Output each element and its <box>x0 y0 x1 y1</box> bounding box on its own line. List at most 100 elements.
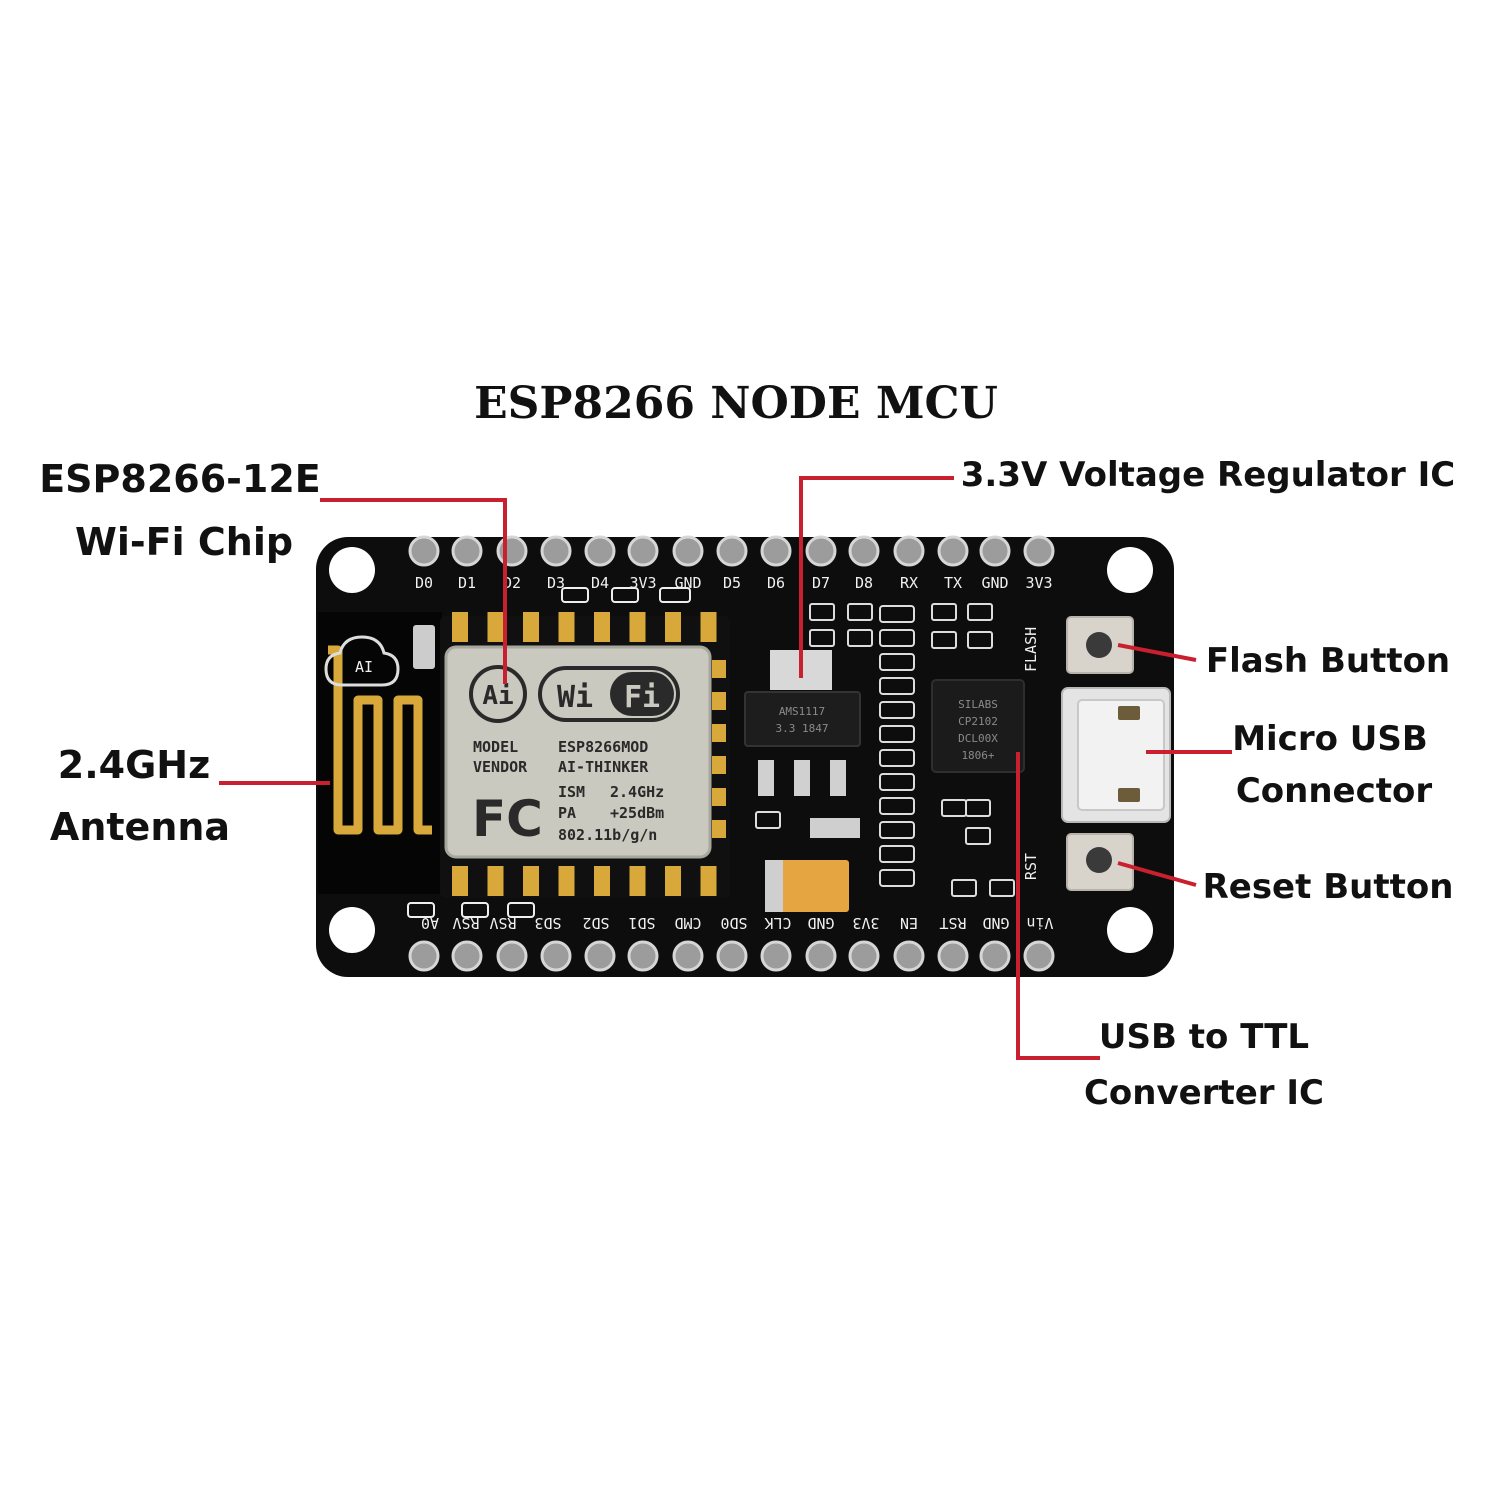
resistor-pad <box>879 869 915 887</box>
bottom-pin-labels: A0 RSV RSV SD3 SD2 SD1 CMD SD0 CLK GND 3… <box>421 914 1054 932</box>
pin-label: Vin <box>1026 914 1053 932</box>
ai-logo-text: Ai <box>482 681 513 711</box>
mounting-hole <box>329 907 375 953</box>
usb-ic-marking: 1806+ <box>961 749 994 762</box>
module-vendor-value: AI-THINKER <box>558 758 649 776</box>
header-pin <box>1023 535 1055 567</box>
resistor-pad <box>879 701 915 719</box>
top-pin-labels: D0 D1 D2 D3 D4 3V3 GND D5 D6 D7 D8 RX TX… <box>415 574 1053 592</box>
header-pin <box>848 940 880 972</box>
callout-line-regulator <box>799 476 954 678</box>
module-ism-value: 2.4GHz <box>610 783 664 801</box>
header-pin <box>672 940 704 972</box>
wifi-logo-icon: Wi Fi <box>538 666 680 722</box>
pin-label: D5 <box>723 574 741 592</box>
module-pad <box>700 612 717 642</box>
header-pin <box>893 940 925 972</box>
header-pin <box>937 535 969 567</box>
module-pad <box>558 612 575 642</box>
pin-label: D8 <box>855 574 873 592</box>
module-standard: 802.11b/g/n <box>558 826 657 844</box>
header-pin <box>496 535 528 567</box>
pin-label: D7 <box>812 574 830 592</box>
pin-label: CLK <box>764 914 791 932</box>
module-pad <box>452 612 468 642</box>
pin-label: EN <box>900 914 918 932</box>
pin-label: TX <box>944 574 962 592</box>
smd-pad <box>951 879 977 897</box>
mounting-hole <box>1107 907 1153 953</box>
micro-usb-connector[interactable] <box>1061 687 1171 823</box>
smd-pad <box>809 603 835 621</box>
smd-pad <box>965 799 991 817</box>
module-pad <box>712 756 726 774</box>
pin-label: GND <box>807 914 834 932</box>
label-micro-usb: Connector <box>1236 771 1433 811</box>
label-wifi-chip: Wi-Fi Chip <box>75 520 293 564</box>
module-pad <box>712 820 726 838</box>
module-pad <box>487 866 504 896</box>
nodemcu-board: D0 D1 D2 D3 D4 3V3 GND D5 D6 D7 D8 RX TX… <box>316 535 1174 977</box>
module-pad <box>629 866 646 896</box>
header-pin <box>893 535 925 567</box>
pcb-antenna: AI <box>318 612 442 894</box>
pin-label: D6 <box>767 574 785 592</box>
pin-label: D0 <box>415 574 433 592</box>
module-pa-label: PA <box>558 804 576 822</box>
smd-pad <box>809 629 835 647</box>
module-pads-top <box>452 612 717 642</box>
module-pad <box>594 612 610 642</box>
header-pin <box>760 535 792 567</box>
flash-button[interactable] <box>1066 616 1134 674</box>
callout-labels: ESP8266-12E Wi-Fi Chip 2.4GHz Antenna 3.… <box>39 455 1455 1113</box>
pin-label: SD0 <box>720 914 747 932</box>
smd-pad <box>755 811 781 829</box>
header-pin <box>760 940 792 972</box>
label-antenna: Antenna <box>50 805 230 849</box>
smd-pad <box>931 631 957 649</box>
module-pads-bottom <box>452 866 717 896</box>
smd-pad <box>965 827 991 845</box>
smd-pad <box>847 603 873 621</box>
header-pin <box>496 940 528 972</box>
module-pad <box>712 660 726 678</box>
usb-ic-marking: DCL00X <box>958 732 998 745</box>
header-pin <box>451 940 483 972</box>
module-pad <box>558 866 575 896</box>
header-pin <box>540 940 572 972</box>
resistor-pad <box>879 749 915 767</box>
resistor-pad <box>879 821 915 839</box>
module-pad <box>712 788 726 806</box>
antenna-logo-text: AI <box>355 658 373 676</box>
wifi-logo-fi: Fi <box>624 680 660 715</box>
module-pad <box>487 612 504 642</box>
module-pad <box>452 866 468 896</box>
module-pad <box>665 612 681 642</box>
top-header-pins <box>408 535 1055 567</box>
pin-label: D3 <box>547 574 565 592</box>
module-pad <box>712 724 726 742</box>
header-pin <box>716 535 748 567</box>
bottom-header-pins <box>408 940 1055 972</box>
resistor-pad <box>879 773 915 791</box>
label-antenna: 2.4GHz <box>58 743 210 787</box>
wifi-logo-wi: Wi <box>557 680 593 715</box>
flash-silk-label: FLASH <box>1022 627 1040 672</box>
pin-label: D4 <box>591 574 609 592</box>
module-pad <box>665 866 681 896</box>
header-pin <box>848 535 880 567</box>
label-wifi-chip: ESP8266-12E <box>39 457 321 501</box>
reset-button[interactable] <box>1066 833 1134 891</box>
pin-label: SD3 <box>534 914 561 932</box>
header-pin <box>937 940 969 972</box>
resistor-pad <box>879 653 915 671</box>
pin-label: 3V3 <box>629 574 656 592</box>
cloud-logo-icon: AI <box>324 635 400 687</box>
smd-pad <box>989 879 1015 897</box>
header-pin <box>979 940 1011 972</box>
label-usb-ttl: USB to TTL <box>1099 1017 1309 1057</box>
label-reset-button: Reset Button <box>1203 867 1454 907</box>
smd-pad <box>931 603 957 621</box>
pin-label: GND <box>982 914 1009 932</box>
header-pin <box>979 535 1011 567</box>
